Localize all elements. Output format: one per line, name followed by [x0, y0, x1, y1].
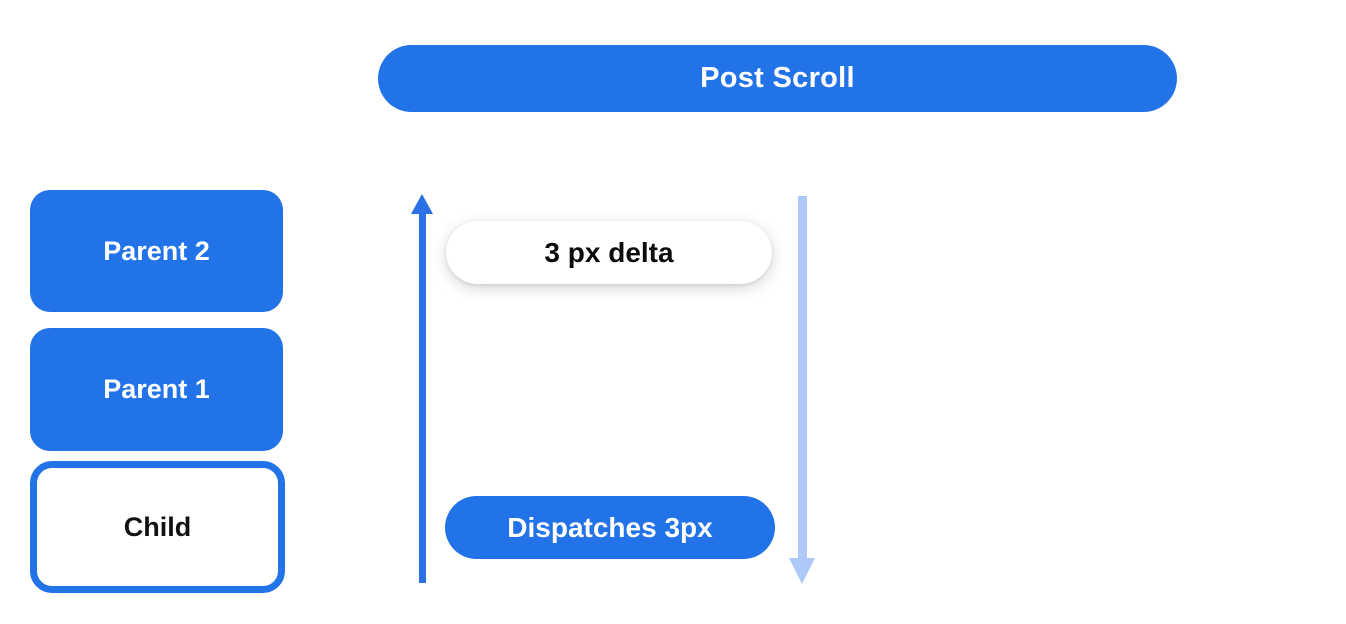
- down-arrow-head: [789, 558, 815, 584]
- parent1-box: Parent 1: [30, 328, 283, 451]
- dispatches-label-pill: Dispatches 3px: [445, 496, 775, 559]
- parent2-box: Parent 2: [30, 190, 283, 312]
- child-box: Child: [30, 461, 285, 593]
- down-arrow-shaft: [798, 196, 807, 560]
- up-arrow-head: [411, 194, 433, 214]
- delta-label-pill: 3 px delta: [446, 221, 772, 284]
- post-scroll-header-pill: Post Scroll: [378, 45, 1177, 112]
- up-arrow-shaft: [419, 212, 426, 583]
